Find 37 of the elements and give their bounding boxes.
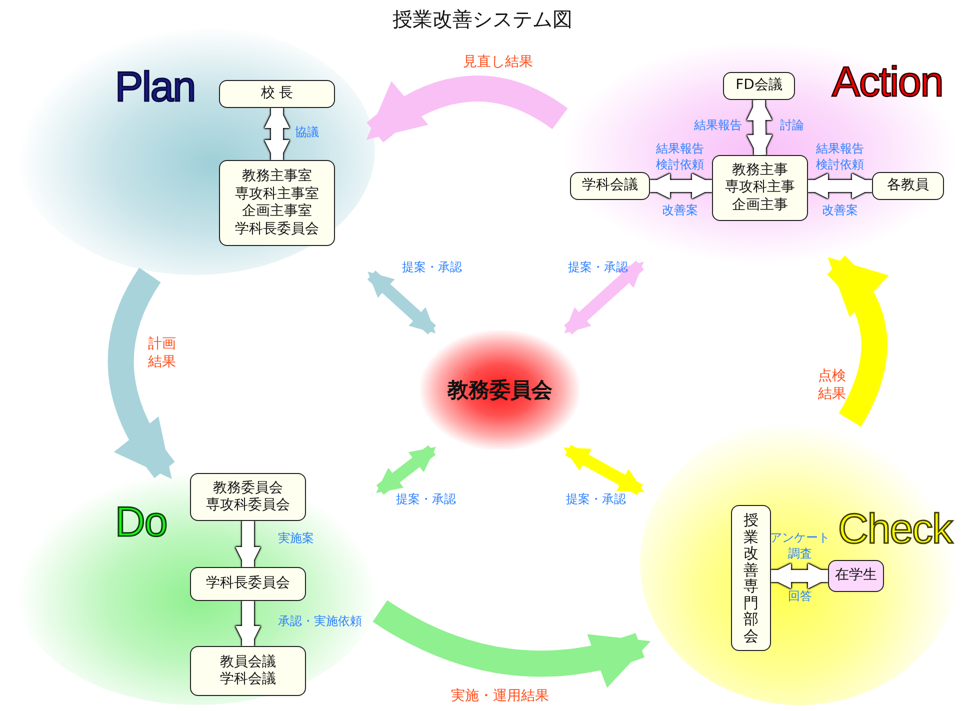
process-box: 教務主事室専攻科主事室企画主事室学科長委員会 — [219, 160, 335, 246]
edge-label: 計画結果 — [148, 334, 176, 372]
committee-title: 教務委員会 — [448, 377, 552, 404]
process-box: FD会議 — [723, 72, 795, 100]
edge-label: 結果報告 — [694, 118, 742, 134]
edge-label: 提案・承認 — [566, 492, 626, 508]
edge-label: 実施・運用結果 — [451, 686, 549, 706]
phase-title: Plan — [115, 63, 196, 111]
edge-label: 結果報告検討依頼 — [656, 141, 704, 173]
arrow-note: 改善案 — [662, 203, 698, 219]
edge-label: 提案・承認 — [568, 260, 628, 276]
process-box: 教員会議学科会議 — [190, 646, 306, 696]
edge-label: 見直し結果 — [463, 52, 533, 72]
process-box: 教務主事専攻科主事企画主事 — [712, 155, 808, 221]
process-box: 在学生 — [828, 560, 884, 592]
edge-label: 点検結果 — [818, 366, 846, 404]
edge-label: アンケート調査 — [770, 530, 830, 562]
edge-label: 結果報告検討依頼 — [816, 141, 864, 173]
edge-label: 承認・実施依頼 — [278, 614, 362, 630]
edge-label: 提案・承認 — [402, 260, 462, 276]
arrow-note: 討論 — [780, 118, 804, 134]
phase-title: Check — [838, 505, 952, 553]
edge-label: 協議 — [295, 125, 319, 141]
phase-title: Do — [115, 498, 167, 546]
process-box: 学科会議 — [570, 172, 650, 200]
phase-title: Action — [832, 58, 943, 106]
curved-arrow — [373, 600, 651, 687]
edge-label: 実施案 — [278, 531, 314, 547]
process-box: 校 長 — [219, 80, 335, 108]
diagram-title: 授業改善システム図 — [392, 6, 574, 33]
arrow-note: 回答 — [788, 589, 812, 605]
process-box: 学科長委員会 — [190, 567, 306, 601]
process-box: 授業改善専門部会 — [731, 505, 771, 651]
arrow-note: 改善案 — [822, 203, 858, 219]
process-box: 各教員 — [872, 172, 944, 200]
edge-label: 提案・承認 — [396, 492, 456, 508]
process-box: 教務委員会専攻科委員会 — [190, 473, 306, 521]
